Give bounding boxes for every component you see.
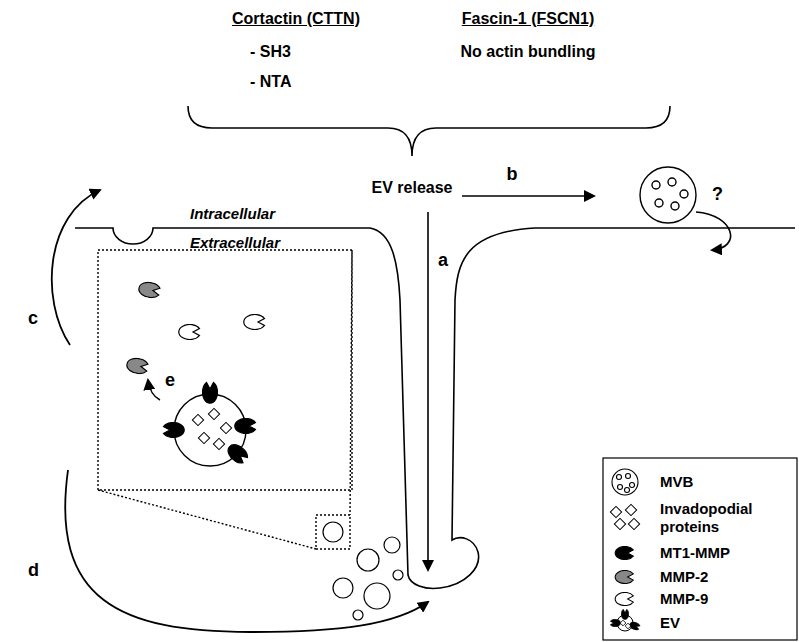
legend-text: MT1-MMP [660,544,730,562]
zoom-box [98,250,352,549]
mvb-symbol [640,167,696,223]
ev-cluster [333,537,403,620]
path-letter: d [28,560,39,580]
arrow-unknown [696,212,731,250]
mmp9-symbol [244,315,265,330]
domain-item: - NTA [250,72,291,91]
curly-brace [188,106,670,156]
region-label: Intracellular [190,205,275,223]
mmp9-symbol [179,325,200,340]
protein-heading: Cortactin (CTTN) [232,9,360,28]
path-letter: b [507,164,518,184]
arrow-d [65,470,428,632]
arrow-e [148,380,160,400]
ev-small [323,522,343,542]
legend-mmp9 [615,592,633,605]
legend-mt1mmp [615,546,633,559]
arrow-c [52,190,100,345]
arrow-a [427,212,429,570]
legend-text: EV [660,614,680,632]
function-note: No actin bundling [460,42,595,61]
arrow-b [462,195,594,197]
legend-text: MMP-9 [660,590,708,608]
legend-text: Invadopodial proteins [660,500,770,536]
region-label: Extracellular [190,234,280,252]
protein-heading: Fascin-1 (FSCN1) [462,9,594,28]
legend-text: MVB [660,473,693,491]
legend-ev [610,609,640,631]
mmp2-symbol [126,357,149,375]
process-label: EV release [372,178,453,197]
path-letter: e [165,370,175,390]
cell-membrane [75,228,795,588]
mmp2-symbol [138,281,161,299]
ev-symbol [164,383,256,467]
domain-item: - SH3 [250,42,291,61]
legend-proteins [610,504,639,529]
legend-box [603,458,797,640]
path-letter: c [28,308,38,328]
path-letter: a [438,250,448,270]
question-mark: ? [712,184,723,204]
legend-mmp2 [615,570,633,583]
legend-mvb [612,469,638,495]
legend-text: MMP-2 [660,568,708,586]
